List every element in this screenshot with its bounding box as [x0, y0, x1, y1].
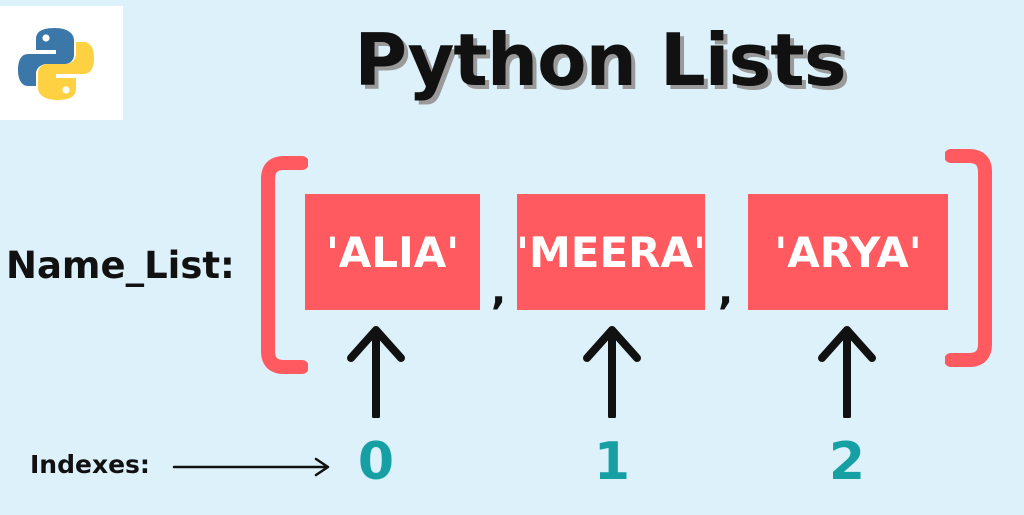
item-separator: , — [718, 268, 734, 314]
python-logo-icon — [18, 28, 94, 100]
index-0: 0 — [357, 432, 395, 492]
list-item-1: 'MEERA' — [516, 194, 706, 310]
up-arrow-icon — [583, 326, 641, 418]
item-separator: , — [491, 268, 507, 314]
page-title: Python Lists — [354, 18, 846, 102]
index-2: 2 — [828, 432, 866, 492]
python-logo — [0, 6, 123, 120]
list-name-label: Name_List: — [6, 244, 235, 287]
list-item-2: 'ARYA' — [748, 194, 948, 310]
list-item-0: 'ALIA' — [305, 194, 480, 310]
right-bracket-icon — [945, 149, 992, 367]
left-bracket-icon — [261, 156, 308, 374]
up-arrow-icon — [818, 326, 876, 418]
right-arrow-icon — [172, 457, 330, 477]
indexes-label: Indexes: — [30, 450, 150, 479]
index-1: 1 — [593, 432, 631, 492]
up-arrow-icon — [347, 326, 405, 418]
